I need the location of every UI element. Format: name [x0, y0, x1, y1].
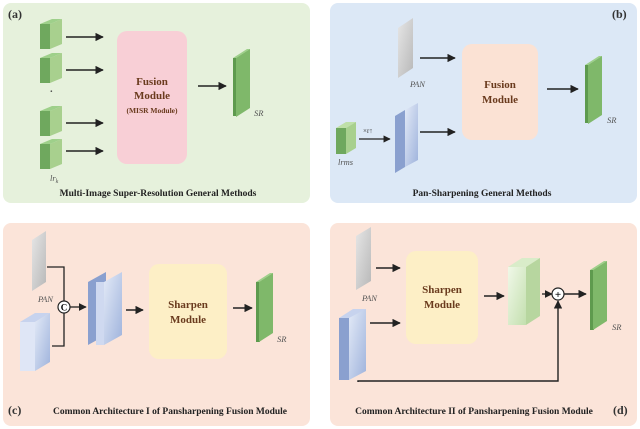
sr-output-b: SR [585, 56, 617, 125]
sharpen-module-d-line2: Module [424, 299, 460, 311]
lr-label: lrk [50, 173, 59, 185]
fusion-module-b-line1: Fusion [484, 79, 516, 91]
panel-b-caption: Pan-Sharpening General Methods [413, 189, 552, 199]
panel-a: (a) · lrk [3, 3, 310, 203]
pan-label-b: PAN [409, 79, 426, 89]
sr-output-a: SR [233, 49, 264, 118]
panel-c-connector-lines [47, 266, 65, 347]
lr-image-1 [40, 19, 62, 49]
misr-module-line3: (MISR Module) [126, 106, 178, 115]
lr-image-4 [40, 139, 62, 169]
upsample-label: ×r↑ [363, 127, 373, 135]
sharpen-module-c-line2: Module [170, 314, 206, 326]
residual-skip-connection [357, 300, 563, 382]
panel-d-caption: Common Architecture II of Pansharpening … [355, 407, 593, 417]
panel-d-tag: (d) [613, 403, 628, 417]
panel-c-caption: Common Architecture I of Pansharpening F… [53, 407, 287, 417]
panel-a-caption: Multi-Image Super-Resolution General Met… [60, 189, 257, 199]
sharpen-module-d-line1: Sharpen [422, 284, 462, 296]
panel-a-input-arrows [66, 32, 104, 156]
panel-b: (b) PAN lrms ×r↑ Fusion Module [330, 3, 637, 203]
lr-image-3 [40, 106, 62, 136]
pansharpening-fusion-module: Fusion Module [462, 44, 538, 140]
pan-image-b: PAN [398, 18, 426, 89]
sr-label-a: SR [254, 108, 264, 118]
add-symbol: + [555, 289, 561, 301]
sr-output-d: SR [590, 261, 622, 332]
panel-c: PAN C Sharpen Module [3, 223, 310, 426]
concatenated-features [88, 272, 122, 345]
fusion-module-b-line2: Module [482, 94, 518, 106]
misr-fusion-module: Fusion Module (MISR Module) [117, 31, 187, 164]
pan-label-d: PAN [361, 293, 378, 303]
panel-d: PAN Sharpen Module + [330, 223, 637, 426]
pan-image-d: PAN [356, 227, 378, 303]
misr-module-line1: Fusion [136, 76, 168, 88]
sharpen-module-c-line1: Sharpen [168, 299, 208, 311]
lrms-image-d [339, 309, 366, 380]
lr-input-stack: · lrk [40, 19, 62, 185]
sharpened-features-d [508, 258, 540, 325]
lrms-image-c [20, 313, 50, 371]
panel-a-tag: (a) [8, 7, 22, 21]
lrms-image: lrms [336, 122, 356, 167]
sr-label-b: SR [607, 115, 617, 125]
sr-label-c: SR [277, 334, 287, 344]
sharpen-module-c: Sharpen Module [149, 264, 227, 359]
pan-label-c: PAN [37, 294, 54, 304]
upsampled-lrms-image [395, 103, 418, 173]
add-node: + [551, 287, 565, 301]
panel-b-tag: (b) [612, 7, 627, 21]
panel-c-tag: (c) [8, 403, 21, 417]
lr-image-2 [40, 53, 62, 83]
sr-label-d: SR [612, 322, 622, 332]
input-dots: · [49, 85, 54, 100]
pan-image-c: PAN [32, 231, 54, 304]
lrms-label: lrms [338, 157, 354, 167]
sr-output-c: SR [256, 273, 287, 344]
sharpen-module-d: Sharpen Module [406, 251, 478, 344]
misr-module-line2: Module [134, 90, 170, 102]
concat-symbol: C [61, 303, 68, 313]
concat-node: C [57, 300, 71, 314]
